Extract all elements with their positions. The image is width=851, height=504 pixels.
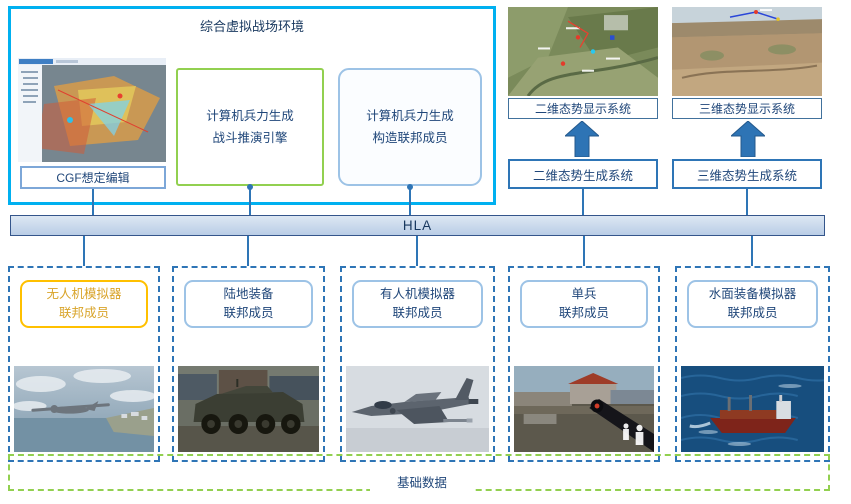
up-arrow-3d-icon — [729, 120, 767, 158]
connector-line — [746, 189, 748, 215]
federate-label-uav: 无人机模拟器 联邦成员 — [20, 280, 148, 328]
federate-box-uav: 无人机模拟器 联邦成员 — [8, 266, 160, 462]
federate-aircraft-line1: 有人机模拟器 — [379, 286, 455, 301]
connector-line — [583, 236, 585, 266]
federate-ship-line2: 联邦成员 — [727, 306, 778, 320]
federate-land-line2: 联邦成员 — [223, 306, 274, 320]
situation-3d-generator-text: 三维态势生成系统 — [696, 168, 797, 183]
situation-3d-generator-box: 三维态势生成系统 — [672, 159, 822, 189]
federate-land-line1: 陆地装备 — [223, 286, 274, 301]
virtual-battlefield-title: 综合虚拟战场环境 — [199, 19, 304, 34]
federate-box-land: 陆地装备 联邦成员 — [172, 266, 325, 462]
cgf-scenario-map-image — [18, 58, 166, 162]
constructive-member-box: 计算机兵力生成 构造联邦成员 — [338, 68, 482, 186]
fighter-jet-image — [346, 366, 489, 452]
connector-line — [416, 236, 418, 266]
federate-label-land: 陆地装备 联邦成员 — [184, 280, 313, 328]
cgf-edit-label: CGF想定编辑 — [20, 166, 166, 189]
connector-line — [582, 189, 584, 215]
connector-dot — [247, 184, 253, 190]
situation-3d-display-text: 三维态势显示系统 — [698, 102, 795, 116]
connector-line — [409, 188, 411, 215]
federate-box-aircraft: 有人机模拟器 联邦成员 — [340, 266, 495, 462]
combat-engine-box: 计算机兵力生成 战斗推演引擎 — [176, 68, 324, 186]
connector-line — [83, 236, 85, 266]
connector-dot — [407, 184, 413, 190]
constructive-member-line2: 构造联邦成员 — [372, 131, 448, 145]
federate-box-ship: 水面装备模拟器 联邦成员 — [675, 266, 830, 462]
combat-engine-line2: 战斗推演引擎 — [212, 131, 288, 145]
ship-image — [681, 366, 824, 452]
hla-bus-bar: HLA — [10, 215, 825, 236]
hla-label: HLA — [402, 218, 433, 233]
connector-line — [751, 236, 753, 266]
situation-2d-display-label: 二维态势显示系统 — [508, 98, 658, 119]
uav-image — [14, 366, 154, 452]
federate-label-ship: 水面装备模拟器 联邦成员 — [687, 280, 818, 328]
situation-3d-display-label: 三维态势显示系统 — [672, 98, 822, 119]
situation-2d-generator-box: 二维态势生成系统 — [508, 159, 658, 189]
combat-engine-line1: 计算机兵力生成 — [206, 108, 294, 123]
situation-3d-view-image — [672, 7, 822, 96]
base-data-label-text: 基础数据 — [396, 475, 447, 490]
cgf-edit-label-text: CGF想定编辑 — [56, 171, 130, 185]
federate-soldier-line2: 联邦成员 — [558, 306, 609, 320]
federate-label-soldier: 单兵 联邦成员 — [520, 280, 648, 328]
constructive-member-line1: 计算机兵力生成 — [366, 108, 454, 123]
situation-2d-generator-text: 二维态势生成系统 — [532, 168, 633, 183]
connector-line — [92, 189, 94, 215]
situation-2d-display-text: 二维态势显示系统 — [534, 102, 631, 116]
situation-2d-map-image — [508, 7, 658, 96]
federate-ship-line1: 水面装备模拟器 — [708, 286, 797, 301]
federate-uav-line2: 联邦成员 — [58, 306, 109, 320]
soldier-view-image — [514, 366, 654, 452]
up-arrow-2d-icon — [563, 120, 601, 158]
federate-box-soldier: 单兵 联邦成员 — [508, 266, 660, 462]
base-data-label: 基础数据 — [370, 469, 474, 493]
federate-aircraft-line2: 联邦成员 — [392, 306, 443, 320]
federate-uav-line1: 无人机模拟器 — [46, 286, 122, 301]
federate-soldier-line1: 单兵 — [571, 286, 597, 301]
armored-vehicle-image — [178, 366, 319, 452]
federate-label-aircraft: 有人机模拟器 联邦成员 — [352, 280, 483, 328]
connector-line — [247, 236, 249, 266]
connector-line — [249, 188, 251, 215]
